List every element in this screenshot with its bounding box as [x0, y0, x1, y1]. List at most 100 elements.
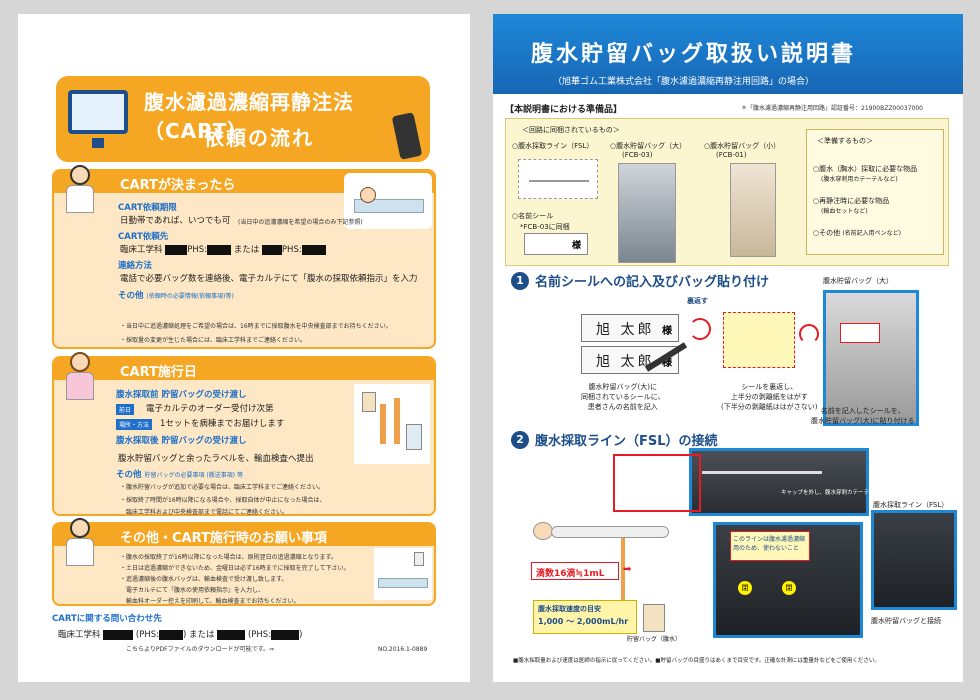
warning-note: このラインは腹水濾過濃縮用のため、使わないこと [730, 531, 810, 561]
section-decided-header: CARTが決まったら [54, 171, 434, 193]
step2-title: 腹水採取ライン（FSL）の接続 [535, 434, 718, 449]
right-manual-page: 腹水貯留バッグ取扱い説明書 （旭華ゴム工業株式会社「腹水濾過濃縮再静注用回路」の… [493, 14, 963, 682]
cap-removal-photo [689, 448, 869, 516]
prep-item-1: ○腹水（胸水）採取に必要な物品 [813, 165, 918, 173]
highlight-catheter [613, 454, 701, 512]
inquiry-contact: 臨床工学科 (PHS:) または (PHS:) [58, 629, 303, 640]
fsl-line-detail-photo [871, 510, 957, 610]
arrow-right-icon: ➡ [623, 564, 632, 575]
manual-title-banner: 腹水貯留バッグ取扱い説明書 （旭華ゴム工業株式会社「腹水濾過濃縮再静注用回路」の… [493, 14, 963, 94]
s2-label-1: 腹水採取前 貯留バッグの受け渡し [116, 390, 247, 400]
left-flyer-page: 腹水濾過濃縮再静注法（CART） 依頼の流れ CARTが決まったら CART依頼… [18, 14, 470, 682]
s2-text-2: 1セットを病棟までお届けします [160, 419, 285, 429]
attach-arrow-icon [799, 324, 819, 344]
fsl-label: 腹水採取ライン（FSL） [873, 501, 949, 509]
seal-back-sample [723, 312, 795, 368]
item-bag-large-code: (FCB-03) [622, 151, 653, 159]
storage-bag-icon [643, 604, 665, 632]
seal-sample: 様 [524, 233, 588, 255]
cart-equipment-illustration [354, 384, 430, 464]
s3-bullet-1: ・腹水の採取終了が16時以降になった場合は、原則翌日の追過濃縮となります。 [120, 554, 337, 561]
small-bag-photo [730, 163, 776, 257]
inquiry-label: CARTに関する問い合わせ先 [52, 614, 162, 624]
s2-bullet-3: 臨床工学科および中央検査部まで電話にてご連絡ください。 [126, 509, 289, 516]
s3-bullet-3: ・追過濃縮後の腹水バッグは、輸血検査で受け渡し致します。 [120, 576, 288, 583]
monitor-icon [68, 90, 128, 148]
step1-heading: 1 名前シールへの記入及びバッグ貼り付け [511, 271, 769, 290]
item-bag-small: ○腹水貯留バッグ（小） [704, 142, 781, 150]
s1-bullet-1: ・当日中に追過濃縮処理をご希望の場合は、16時までに採取腹水を中央検査部までお持… [120, 323, 392, 330]
clamp-closed-a: 閉 [738, 581, 752, 595]
period-label: CART依頼期限 [118, 203, 177, 213]
s2-other-label: その他 貯留バッグの必要事項 (搬送事項) 等 [116, 470, 243, 480]
prep-items-box: ＜回路に同梱されているもの＞ ○腹水採取ライン（FSL） ○腹水貯留バッグ（大）… [505, 118, 949, 266]
item-fsl: ○腹水採取ライン（FSL） [512, 142, 594, 150]
nurse-illustration [64, 352, 96, 400]
section-decided: CARTが決まったら CART依頼期限 日勤帯であれば、いつでも可 (当日中の追… [52, 165, 436, 349]
caption-write-name: 腹水貯留バッグ(大)に同梱されているシールに、患者さんの名前を記入 [581, 383, 665, 411]
step1-number: 1 [511, 271, 529, 290]
prep-item-1-note: (腹水穿刺用カテーテルなど) [821, 176, 898, 183]
step1-title: 名前シールへの記入及びバッグ貼り付け [535, 275, 770, 290]
s3-bullet-2: ・土日は追過濃縮ができないため、金曜日は必ず16時までに採取を完了して下さい。 [120, 565, 350, 572]
flip-arrow-icon [689, 318, 711, 340]
period-text: 日勤帯であれば、いつでも可 [120, 216, 231, 226]
large-bag-photo [618, 163, 676, 263]
s3-bullet-4: 電子カルテにて「腹水の使用依頼指示」を入力し、 [126, 587, 265, 594]
flip-label: 裏返す [687, 297, 708, 305]
patient-lying-illustration [533, 514, 673, 544]
speed-guide-box: 腹水採取速度の目安 1,000 〜 2,000mL/hr [533, 600, 637, 634]
section-requests-header: その他・CART施行時のお願い事項 [54, 524, 434, 546]
prep-item-3: ○その他 (名前記入用ペンなど) [813, 229, 902, 237]
large-bag-labelled-photo [823, 290, 919, 426]
doctor-illustration [64, 165, 96, 213]
caption-attach: 名前を記入したシールを、腹水貯留バッグ(大)に貼り付ける [811, 407, 915, 425]
item-name-seal-note: *FCB-03に同梱 [520, 223, 570, 231]
s2-text-3: 腹水貯留バッグと余ったラベルを、輸血検査へ提出 [118, 454, 314, 464]
s2-label-2: 腹水採取後 貯留バッグの受け渡し [116, 436, 247, 446]
s2-tag-day: 前日 [116, 404, 135, 415]
left-title-line1: 腹水濾過濃縮再静注法（CART） [144, 90, 354, 143]
bed-patient-illustration [344, 173, 432, 229]
speed-value: 1,000 〜 2,000mL/hr [538, 617, 629, 626]
circuit-header: ＜回路に同梱されているもの＞ [522, 126, 620, 134]
caption-bag-connect: 腹水貯留バッグと接続 [871, 617, 941, 625]
speed-label: 腹水採取速度の目安 [538, 605, 601, 613]
prep-label: 【本説明書における準備品】 [505, 105, 623, 115]
s2-bullet-2: ・採取終了時間が16時以降になる場合や、採取自体が中止になった場合は、 [120, 497, 326, 504]
s2-tag-place: 場所・方法 [116, 419, 153, 430]
item-bag-small-code: (FCB-01) [716, 151, 747, 159]
footnote: ■腹水採取量および速度は医師の指示に従ってください。■貯留バッグの目盛りはあくま… [513, 658, 880, 664]
manual-subtitle: （旭華ゴム工業株式会社「腹水濾過濃縮再静注用回路」の場合） [553, 77, 815, 87]
prep-item-2-note: (輸血セットなど) [821, 208, 868, 215]
method-label: 連絡方法 [118, 261, 153, 271]
manual-title: 腹水貯留バッグ取扱い説明書 [531, 42, 857, 67]
step1-photo-label: 腹水貯留バッグ（大） [823, 277, 893, 285]
s2-text-1: 電子カルテのオーダー受付け次第 [146, 404, 274, 414]
patient-drip-illustration [374, 548, 432, 600]
step2-number: 2 [511, 430, 529, 449]
dest-label: CART依頼先 [118, 232, 169, 242]
doctor-illustration-2 [64, 518, 96, 566]
section-requests: その他・CART施行時のお願い事項 ・腹水の採取終了が16時以降になった場合は、… [52, 518, 436, 606]
fsl-line-photo [518, 159, 598, 199]
prep-item-2: ○再静注時に必要な物品 [813, 197, 890, 205]
s3-bullet-5: 輸血科オーダー控えを印刷して、輸血検査までお持ちください。 [126, 598, 300, 605]
caption-peel: シールを裏返し、上半分の剥離紙をはがす(下半分の剥離紙ははがさない) [721, 383, 818, 411]
s2-bullet-1: ・腹水貯留バッグが追加で必要な場合は、臨床工学科までご連絡ください。 [120, 484, 325, 491]
storage-bag-caption: 貯留バッグ（腹水） [627, 636, 682, 643]
dest-line: 臨床工学科 PHS: または PHS: [120, 243, 326, 255]
prepare-panel: ＜準備するもの＞ ○腹水（胸水）採取に必要な物品 (腹水穿刺用カテーテルなど) … [806, 129, 944, 255]
pdf-download-link[interactable]: こちらよりPDFファイルのダウンロードが可能です。⇒ [126, 646, 274, 653]
left-title-banner: 腹水濾過濃縮再静注法（CART） 依頼の流れ [56, 76, 430, 162]
step2-heading: 2 腹水採取ライン（FSL）の接続 [511, 430, 718, 449]
name-seal-written: 旭 太郎 様 [581, 346, 679, 374]
s1-other-label: その他 (依頼時の必要情報(依頼事項)等) [118, 291, 234, 301]
item-bag-large: ○腹水貯留バッグ（大） [610, 142, 687, 150]
approval-number: ＊「腹水濾過濃縮再静注用回路」認証番号：21900BZZ00037000 [741, 105, 923, 112]
left-title-line2: 依頼の流れ [204, 126, 314, 150]
clamp-closed-b: 閉 [782, 581, 796, 595]
period-note: (当日中の追濃濃縮を希望の場合のみ下記参照) [238, 219, 363, 226]
name-seal-front: 旭 太郎 様 [581, 314, 679, 342]
s1-bullet-2: ・採取量の変更が生じた場合には、臨床工学科までご連絡ください。 [120, 337, 307, 344]
